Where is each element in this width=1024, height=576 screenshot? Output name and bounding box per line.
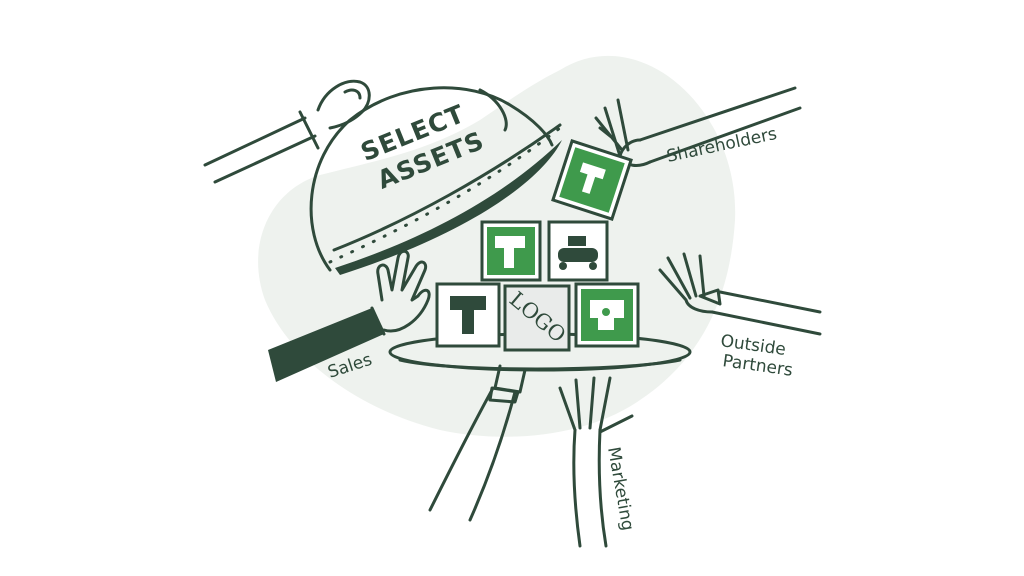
shareholders-hand: [594, 86, 802, 167]
block-drill-white: [435, 282, 501, 348]
flying-drill-block: [551, 139, 633, 221]
air-compressor-icon: [558, 236, 598, 270]
label-marketing: Marketing: [603, 445, 637, 532]
marketing-hand: [558, 376, 634, 548]
block-logo: LOGO: [503, 284, 571, 352]
platter-holding-arm: [428, 386, 520, 522]
block-drill-green: [480, 220, 542, 282]
drill-icon: [579, 162, 606, 194]
drill-icon: [495, 236, 525, 268]
drill-icon: [450, 296, 486, 334]
jigsaw-icon: [590, 300, 624, 330]
block-compressor: [547, 220, 609, 282]
sales-hand: [268, 249, 431, 382]
outside-partners-hand: [658, 252, 822, 336]
block-jigsaw-green: [574, 282, 640, 348]
